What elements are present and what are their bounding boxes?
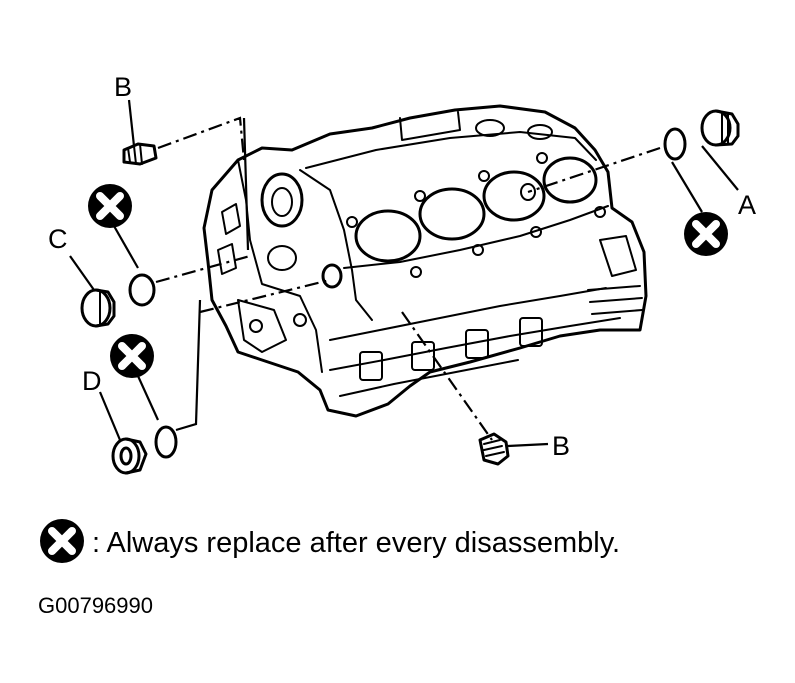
plug-b-top	[122, 142, 158, 166]
label-c: C	[48, 224, 68, 254]
gasket-d	[154, 425, 178, 459]
plug-c	[80, 288, 116, 328]
replace-mark-icon	[88, 184, 132, 228]
legend-text: : Always replace after every disassembly…	[92, 527, 620, 559]
cylinder-block	[202, 104, 648, 418]
gasket-c	[128, 273, 156, 307]
plug-a	[700, 109, 740, 147]
plug-b-bottom	[478, 432, 510, 466]
legend: : Always replace after every disassembly…	[40, 519, 620, 563]
replace-mark-icon	[110, 334, 154, 378]
leader-lines	[69, 99, 739, 448]
gasket-a	[663, 127, 687, 161]
label-b-bottom: B	[552, 431, 570, 461]
x-circle-icon	[40, 519, 84, 563]
replace-mark-icon	[684, 212, 728, 256]
label-d: D	[82, 366, 102, 396]
label-b-top: B	[114, 72, 132, 102]
label-a: A	[738, 190, 756, 220]
plug-d	[111, 437, 148, 475]
figure-code: G00796990	[38, 593, 153, 618]
